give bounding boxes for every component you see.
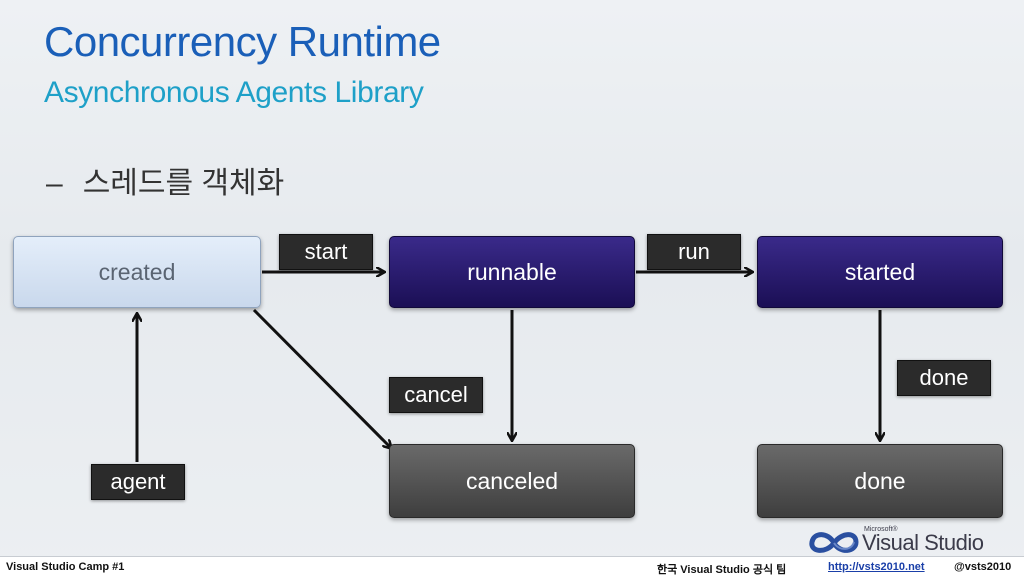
- logo-brand: Visual Studio: [862, 530, 984, 555]
- slide-subtitle: Asynchronous Agents Library: [44, 76, 424, 109]
- visual-studio-logo: Microsoft® Visual Studio: [808, 526, 988, 556]
- edge-label-done: done: [897, 360, 991, 396]
- node-canceled: canceled: [389, 444, 635, 518]
- footer-team: 한국 Visual Studio 공식 팀: [657, 564, 787, 576]
- diagram-edges: [0, 0, 1024, 462]
- node-runnable: runnable: [389, 236, 635, 308]
- bullet-text: 스레드를 객체화: [82, 167, 285, 200]
- edge-created-canceled: [252, 308, 391, 448]
- logo-brand-small: Microsoft®: [864, 526, 898, 533]
- edge-label-run: run: [647, 234, 741, 270]
- footer-event: Visual Studio Camp #1: [6, 561, 125, 573]
- bullet-item: –스레드를 객체화: [46, 158, 284, 202]
- edge-label-cancel: cancel: [389, 377, 483, 413]
- slide-title: Concurrency Runtime: [44, 18, 441, 65]
- infinity-logo-icon: [809, 532, 859, 553]
- bullet-dash: –: [46, 167, 63, 200]
- footer-bar: Visual Studio Camp #1 한국 Visual Studio 공…: [0, 556, 1024, 577]
- edge-label-agent: agent: [91, 464, 185, 500]
- node-created: created: [13, 236, 261, 308]
- node-started: started: [757, 236, 1003, 308]
- edge-label-start: start: [279, 234, 373, 270]
- footer-link[interactable]: http://vsts2010.net: [828, 561, 925, 573]
- node-done: done: [757, 444, 1003, 518]
- footer-handle: @vsts2010: [954, 561, 1012, 573]
